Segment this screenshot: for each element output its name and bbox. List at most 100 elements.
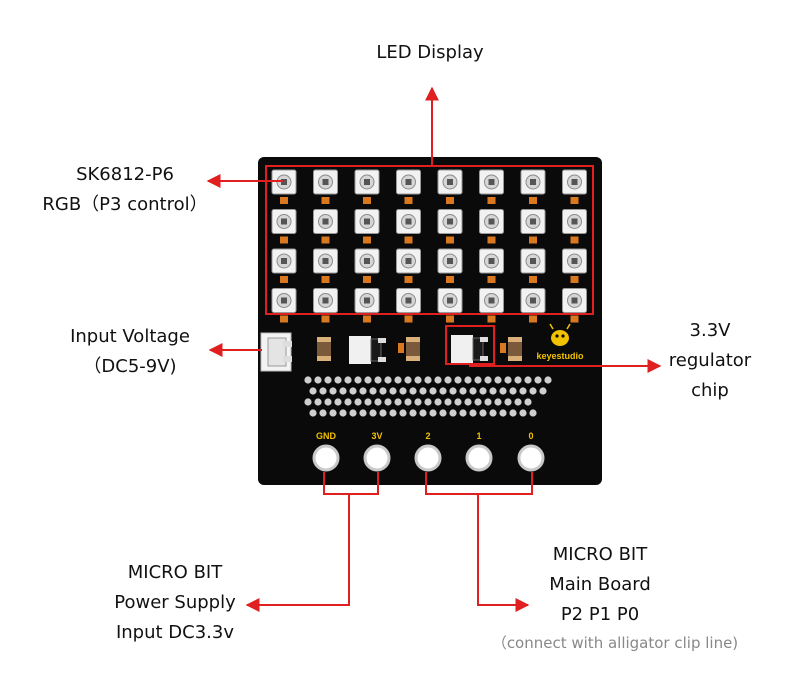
- led-resistor: [529, 236, 537, 244]
- led-resistor: [446, 197, 454, 204]
- connector-pad: [409, 387, 417, 395]
- pin-hole[interactable]: [465, 444, 493, 472]
- brand-text: keyestudio: [536, 351, 584, 361]
- led-resistor: [321, 236, 330, 244]
- power-bracket: [323, 472, 379, 495]
- led-resistor: [280, 236, 288, 244]
- connector-pad: [424, 398, 432, 406]
- connector-pad: [464, 398, 472, 406]
- connector-pad: [479, 387, 487, 395]
- connector-pad: [389, 387, 397, 395]
- connector-pad: [404, 376, 412, 384]
- connector-pad: [359, 387, 367, 395]
- led-pixel: [354, 209, 380, 234]
- alligator-clip-note: （connect with alligator clip line): [491, 634, 739, 652]
- connector-pad: [379, 409, 387, 417]
- led-resistor: [363, 276, 371, 283]
- connector-pad: [469, 387, 477, 395]
- led-resistor: [487, 276, 496, 283]
- led-resistor: [404, 276, 413, 283]
- input-voltage-label: Input Voltage （DC5-9V): [50, 322, 210, 382]
- led-resistor: [363, 236, 371, 244]
- led-pixel: [520, 248, 546, 274]
- main-board-label: MICRO BIT Main Board P2 P1 P0: [530, 540, 670, 630]
- led-resistor: [446, 315, 454, 323]
- connector-pad: [364, 376, 372, 384]
- led-pixel: [313, 288, 338, 313]
- main-subtitle: Main Board: [549, 574, 651, 595]
- connector-pad: [394, 376, 402, 384]
- connector-pad: [494, 376, 502, 384]
- connector-pad: [344, 376, 352, 384]
- connector-pad: [489, 409, 497, 417]
- connector-pad: [319, 409, 327, 417]
- pin-hole[interactable]: [363, 444, 391, 472]
- connector-pad: [384, 398, 392, 406]
- pin-hole[interactable]: [312, 444, 340, 472]
- pin-hole[interactable]: [414, 444, 442, 472]
- connector-pad: [529, 409, 537, 417]
- connector-pad: [479, 409, 487, 417]
- connector-pad: [439, 387, 447, 395]
- led-pixel: [396, 288, 421, 313]
- led-pixel: [562, 248, 587, 274]
- led-pixel: [437, 288, 463, 313]
- connector-pad: [519, 387, 527, 395]
- connector-pad: [449, 387, 457, 395]
- connector-pad: [419, 387, 427, 395]
- connector-pad: [444, 376, 452, 384]
- led-resistor: [529, 197, 537, 204]
- pin-hole[interactable]: [517, 444, 545, 472]
- power-connector: [260, 332, 292, 372]
- connector-pad: [399, 409, 407, 417]
- connector-pad: [539, 387, 547, 395]
- connector-pad: [314, 376, 322, 384]
- led-resistor: [404, 315, 413, 323]
- led-resistor: [529, 276, 537, 283]
- led-pixel: [562, 209, 587, 234]
- led-resistor: [321, 276, 330, 283]
- led-resistor: [446, 276, 454, 283]
- regulator-word: regulator: [668, 350, 752, 371]
- led-resistor: [280, 315, 288, 323]
- connector-pad: [409, 409, 417, 417]
- regulator-chip: chip: [691, 380, 729, 401]
- connector-pad: [489, 387, 497, 395]
- led-pixel: [479, 248, 504, 274]
- led-resistor: [446, 236, 454, 244]
- connector-pad: [429, 409, 437, 417]
- connector-pad: [329, 387, 337, 395]
- led-pixel: [437, 169, 463, 195]
- connector-pad: [474, 398, 482, 406]
- led-pixel: [313, 248, 338, 274]
- connector-pad: [334, 398, 342, 406]
- led-resistor: [280, 197, 288, 204]
- connector-pad: [369, 409, 377, 417]
- connector-pad: [529, 387, 537, 395]
- led-pixel: [479, 169, 504, 195]
- power-title: MICRO BIT: [127, 562, 223, 583]
- led-display-label: LED Display: [376, 42, 484, 63]
- connector-pad: [469, 409, 477, 417]
- led-resistor: [529, 315, 537, 323]
- power-arrow: [245, 494, 350, 612]
- connector-pad: [419, 409, 427, 417]
- connector-pad: [504, 398, 512, 406]
- led-resistor: [570, 236, 579, 244]
- led-pixel: [562, 169, 587, 195]
- connector-pad: [509, 387, 517, 395]
- led-resistor: [363, 197, 371, 204]
- connector-pad: [359, 409, 367, 417]
- connector-pad: [384, 376, 392, 384]
- led-pixel: [271, 248, 297, 274]
- connector-pad: [309, 409, 317, 417]
- led-resistor: [570, 276, 579, 283]
- led-highlight-frame: [265, 165, 594, 315]
- connector-pad: [329, 409, 337, 417]
- capacitor-3: [508, 337, 522, 361]
- led-resistor: [404, 197, 413, 204]
- connector-pad: [459, 387, 467, 395]
- connector-pad: [524, 398, 532, 406]
- connector-pad: [319, 387, 327, 395]
- connector-pad: [374, 376, 382, 384]
